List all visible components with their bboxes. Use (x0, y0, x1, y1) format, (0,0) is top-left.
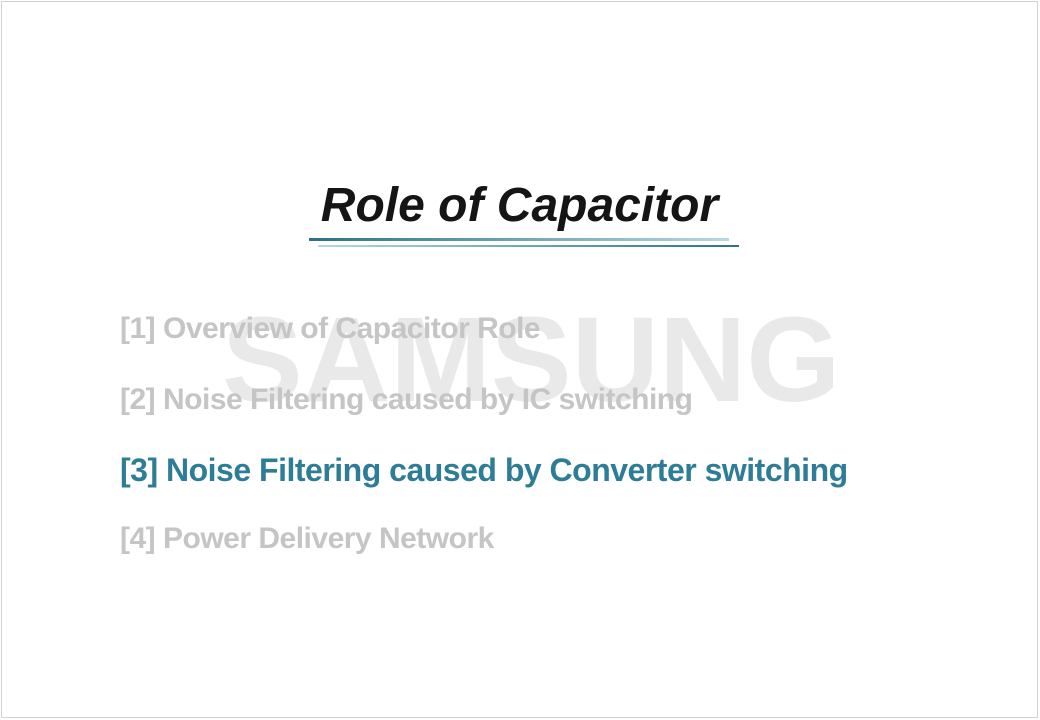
agenda-item-4: [4] Power Delivery Network (120, 522, 494, 555)
agenda-item-2: [2] Noise Filtering caused by IC switchi… (120, 383, 693, 416)
title-underline-bottom (318, 244, 739, 247)
title-underline-top (309, 238, 729, 241)
samsung-watermark: SAMSUNG (222, 291, 841, 427)
slide-title: Role of Capacitor (320, 179, 719, 232)
agenda-item-3-active: [3] Noise Filtering caused by Converter … (120, 452, 848, 488)
agenda-item-1: [1] Overview of Capacitor Role (120, 312, 541, 345)
